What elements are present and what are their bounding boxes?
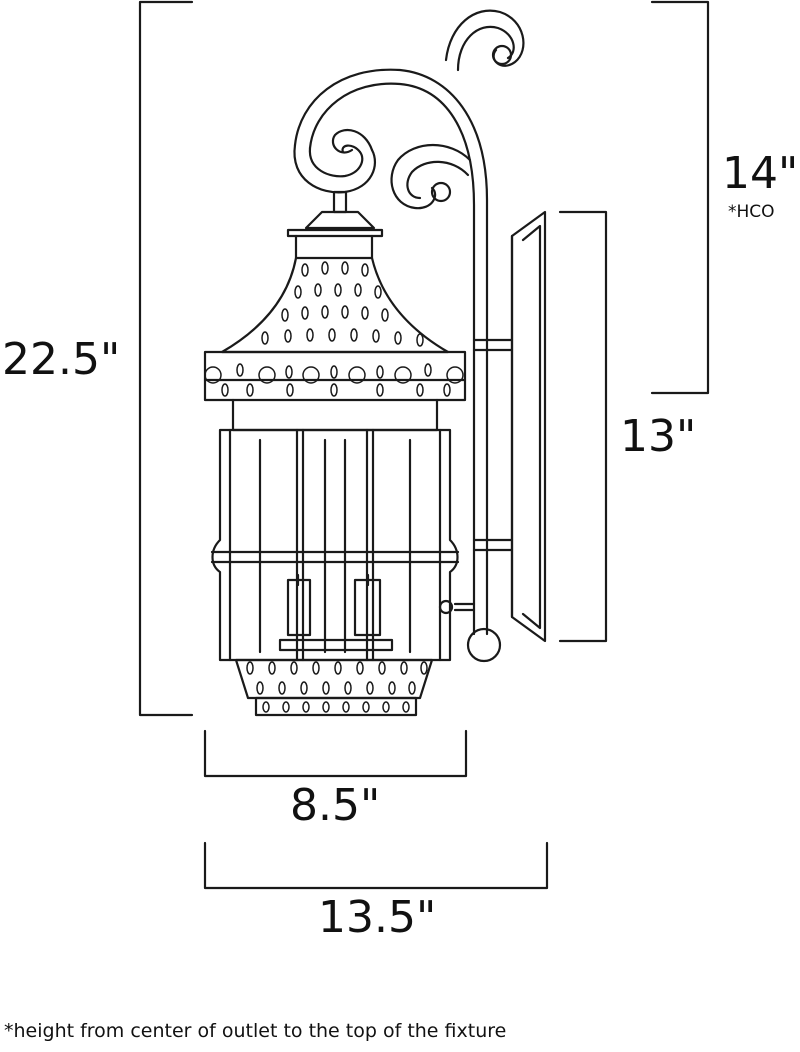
backplate <box>510 210 547 643</box>
backplate-height-label: 13" <box>620 411 697 462</box>
height-dimension-bracket <box>138 0 194 717</box>
scroll-arm <box>293 9 525 663</box>
hco-dimension-bracket <box>650 0 710 395</box>
candle-sockets <box>278 573 394 652</box>
width-dimension-bracket <box>203 729 468 778</box>
footnote: *height from center of outlet to the top… <box>4 1020 507 1042</box>
lantern-cap <box>203 190 467 432</box>
total-height-label: 22.5" <box>2 334 121 385</box>
lantern-bottom-band <box>234 658 434 717</box>
cap-perforations <box>204 261 464 397</box>
hco-note-label: *HCO <box>728 202 775 222</box>
bottom-perforations <box>246 661 428 713</box>
extension-dimension-bracket <box>203 841 549 890</box>
lantern-cage <box>210 428 460 662</box>
hco-height-label: 14" <box>722 148 799 199</box>
extension-label: 13.5" <box>318 892 437 943</box>
width-label: 8.5" <box>290 780 381 831</box>
backplate-dimension-bracket <box>558 210 608 643</box>
